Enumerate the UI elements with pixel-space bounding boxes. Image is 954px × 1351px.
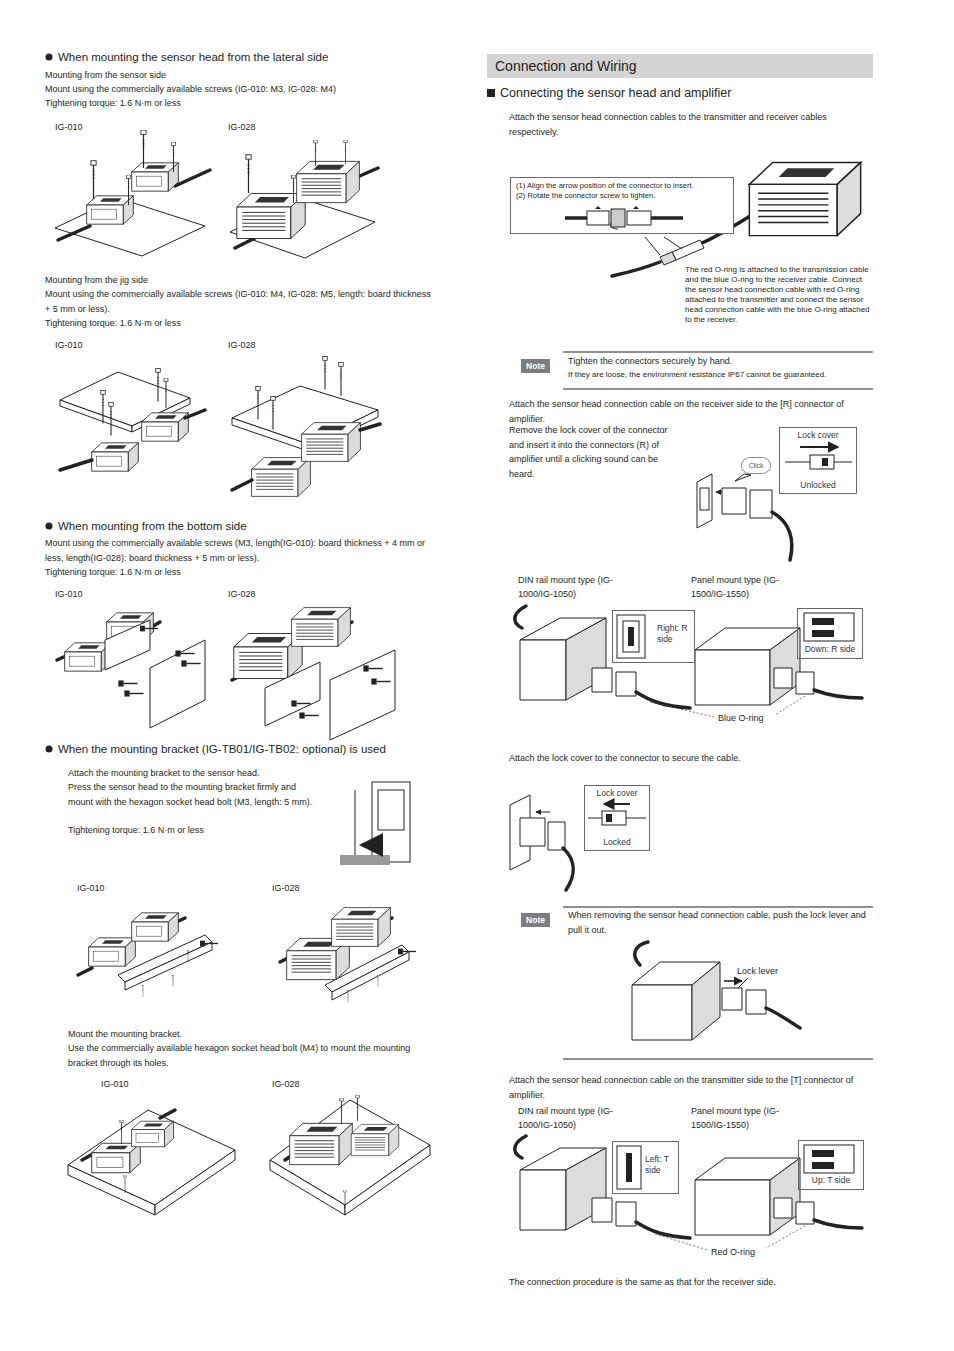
- connector-callout: Up: T side: [798, 1140, 864, 1190]
- model-label: IG-028: [272, 881, 332, 895]
- body-text: Attach the sensor head connection cable …: [509, 397, 873, 426]
- node-text: Left: T side: [645, 1154, 675, 1176]
- connector-callout: Left: T side: [612, 1141, 679, 1194]
- model-label: IG-010: [101, 1077, 161, 1091]
- part-label: Lock lever: [737, 965, 807, 977]
- node-text: Up: T side: [812, 1175, 850, 1186]
- model-label: IG-010: [55, 587, 115, 601]
- node-text: Note: [526, 915, 545, 925]
- type-label: DIN rail mount type (IG-1000/IG-1050): [518, 1104, 623, 1132]
- section-heading: Connecting the sensor head and amplifier: [500, 85, 870, 101]
- lock-callout: Lock coverUnlocked: [779, 427, 857, 494]
- model-label: IG-028: [228, 120, 288, 134]
- section-title: Connection and Wiring: [495, 57, 637, 75]
- node-text: Lock cover: [797, 430, 838, 441]
- body-text: The connection procedure is the same as …: [509, 1275, 873, 1290]
- model-label: IG-010: [77, 881, 137, 895]
- section-heading: When mounting from the bottom side: [58, 519, 438, 533]
- body-text: Attach the lock cover to the connector t…: [509, 751, 873, 766]
- model-label: IG-010: [55, 120, 115, 134]
- body-text: Mount using the commercially available s…: [45, 82, 435, 97]
- section-heading: When the mounting bracket (IG-TB01/IG-TB…: [58, 742, 438, 756]
- node-text: Lock cover: [596, 788, 637, 799]
- type-label: Panel mount type (IG-1500/IG-1550): [691, 1104, 796, 1132]
- body-text: Mount using the commercially available s…: [45, 287, 435, 316]
- model-label: IG-028: [228, 338, 288, 352]
- sound-bubble: Click: [741, 457, 771, 474]
- type-label: DIN rail mount type (IG-1000/IG-1050): [518, 573, 623, 601]
- type-label: Panel mount type (IG-1500/IG-1550): [691, 573, 796, 601]
- node-text: Right: R side: [657, 623, 691, 645]
- node-text: (2) Rotate the connector screw to tighte…: [516, 191, 729, 201]
- body-text: Attach the sensor head connection cable …: [509, 1073, 873, 1102]
- torque-note: Tightening torque: 1.6 N·m or less: [68, 823, 323, 838]
- node-text: Click: [748, 462, 763, 469]
- note-text: If they are loose, the environment resis…: [568, 369, 873, 381]
- model-label: IG-028: [272, 1077, 332, 1091]
- torque-note: Tightening torque: 1.6 N·m or less: [45, 96, 435, 111]
- node-text: Locked: [603, 837, 630, 848]
- connector-drawing: [515, 205, 729, 231]
- part-label: Blue O-ring: [718, 712, 798, 725]
- note-text: Tighten the connectors securely by hand.: [568, 355, 873, 368]
- section-heading: When mounting the sensor head from the l…: [58, 50, 438, 64]
- body-text: Press the sensor head to the mounting br…: [68, 780, 323, 809]
- lock-callout: Lock coverLocked: [584, 785, 650, 851]
- body-text: Use the commercially available hexagon s…: [68, 1041, 438, 1070]
- part-label: Red O-ring: [711, 1246, 791, 1259]
- node-text: (1) Align the arrow position of the conn…: [516, 181, 729, 191]
- model-label: IG-028: [228, 587, 288, 601]
- connector-callout: Down: R side: [797, 608, 863, 659]
- sub-heading: Mounting from the jig side: [45, 273, 435, 288]
- model-label: IG-010: [55, 338, 115, 352]
- connector-callout: Right: R side: [612, 610, 695, 663]
- note-text: When removing the sensor head connection…: [568, 908, 873, 937]
- sub-heading: Mounting from the sensor side: [45, 68, 435, 83]
- note-badge: Note: [521, 913, 550, 927]
- node-text: Note: [526, 361, 545, 371]
- body-text: Mount the mounting bracket.: [68, 1027, 438, 1042]
- instruction-box: (1) Align the arrow position of the conn…: [510, 177, 734, 234]
- body-text: Attach the mounting bracket to the senso…: [68, 766, 323, 781]
- torque-note: Tightening torque: 1.6 N·m or less: [45, 316, 435, 331]
- torque-note: Tightening torque: 1.6 N·m or less: [45, 565, 435, 580]
- body-text: Remove the lock cover of the connector a…: [509, 423, 679, 481]
- body-text: Mount using the commercially available s…: [45, 536, 435, 565]
- body-text: Attach the sensor head connection cables…: [509, 110, 873, 139]
- node-text: Unlocked: [800, 480, 835, 491]
- callout-note: The red O-ring is attached to the transm…: [685, 265, 873, 325]
- node-text: Down: R side: [805, 644, 856, 655]
- note-badge: Note: [521, 359, 550, 373]
